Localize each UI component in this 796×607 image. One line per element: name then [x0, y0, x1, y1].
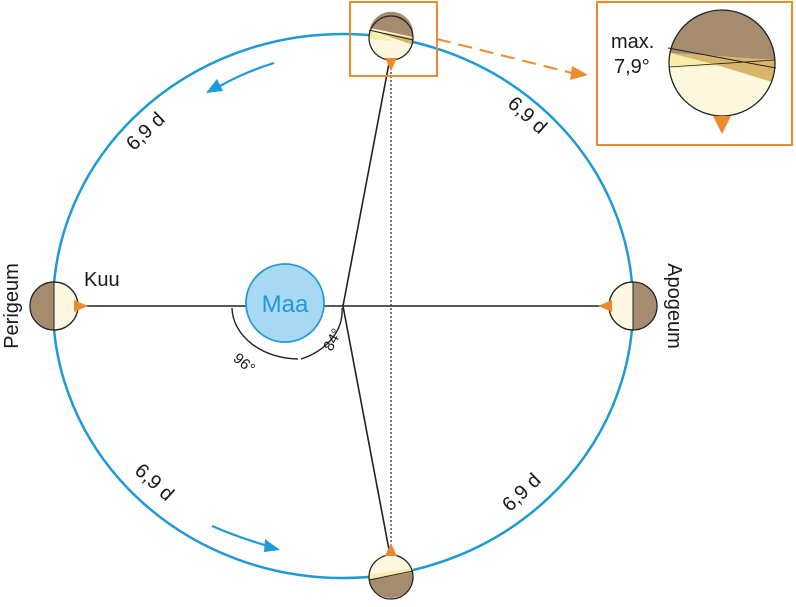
zoom-label-max: max. — [611, 31, 654, 53]
earth — [245, 263, 325, 343]
earth-label: Maa — [262, 291, 309, 318]
top-moon-marker-icon — [385, 58, 397, 71]
zoom-leader-line — [436, 38, 573, 74]
period-label-top-right: 6,9 d — [503, 92, 551, 138]
orbit-arrow-bottom-head-icon — [264, 539, 280, 552]
angle-arc-right — [300, 307, 343, 360]
moon-apogee — [608, 281, 658, 331]
zoom-marker-icon — [713, 116, 731, 134]
bottom-moon-marker-icon — [385, 543, 397, 556]
line-to-bottom-moon — [342, 305, 391, 556]
apogee-marker-icon — [598, 300, 612, 312]
orbit-arrow-top-head-icon — [206, 79, 223, 93]
perigee-marker-icon — [74, 300, 88, 312]
moon-top — [368, 11, 414, 61]
zoom-leader-arrow-icon — [570, 66, 588, 80]
period-label-top-left: 6,9 d — [122, 108, 169, 155]
zoom-label-angle: 7,9° — [614, 56, 650, 78]
perigee-label: Perigeum — [1, 263, 23, 349]
angle-right-label: 84° — [320, 326, 346, 354]
line-to-top-moon — [342, 57, 391, 307]
angle-arc-left — [231, 307, 299, 360]
moon-label: Kuu — [84, 269, 120, 291]
moon-bottom — [368, 554, 414, 600]
angle-left-label: 96° — [230, 350, 258, 378]
apogee-label: Apogeum — [663, 263, 685, 349]
orbit-arrow-top-icon — [219, 61, 275, 87]
period-label-bottom-right: 6,9 d — [498, 469, 545, 516]
orbit-arrow-bottom-icon — [211, 524, 269, 548]
moon-perigee — [29, 281, 79, 331]
moon-zoomed — [667, 9, 777, 117]
